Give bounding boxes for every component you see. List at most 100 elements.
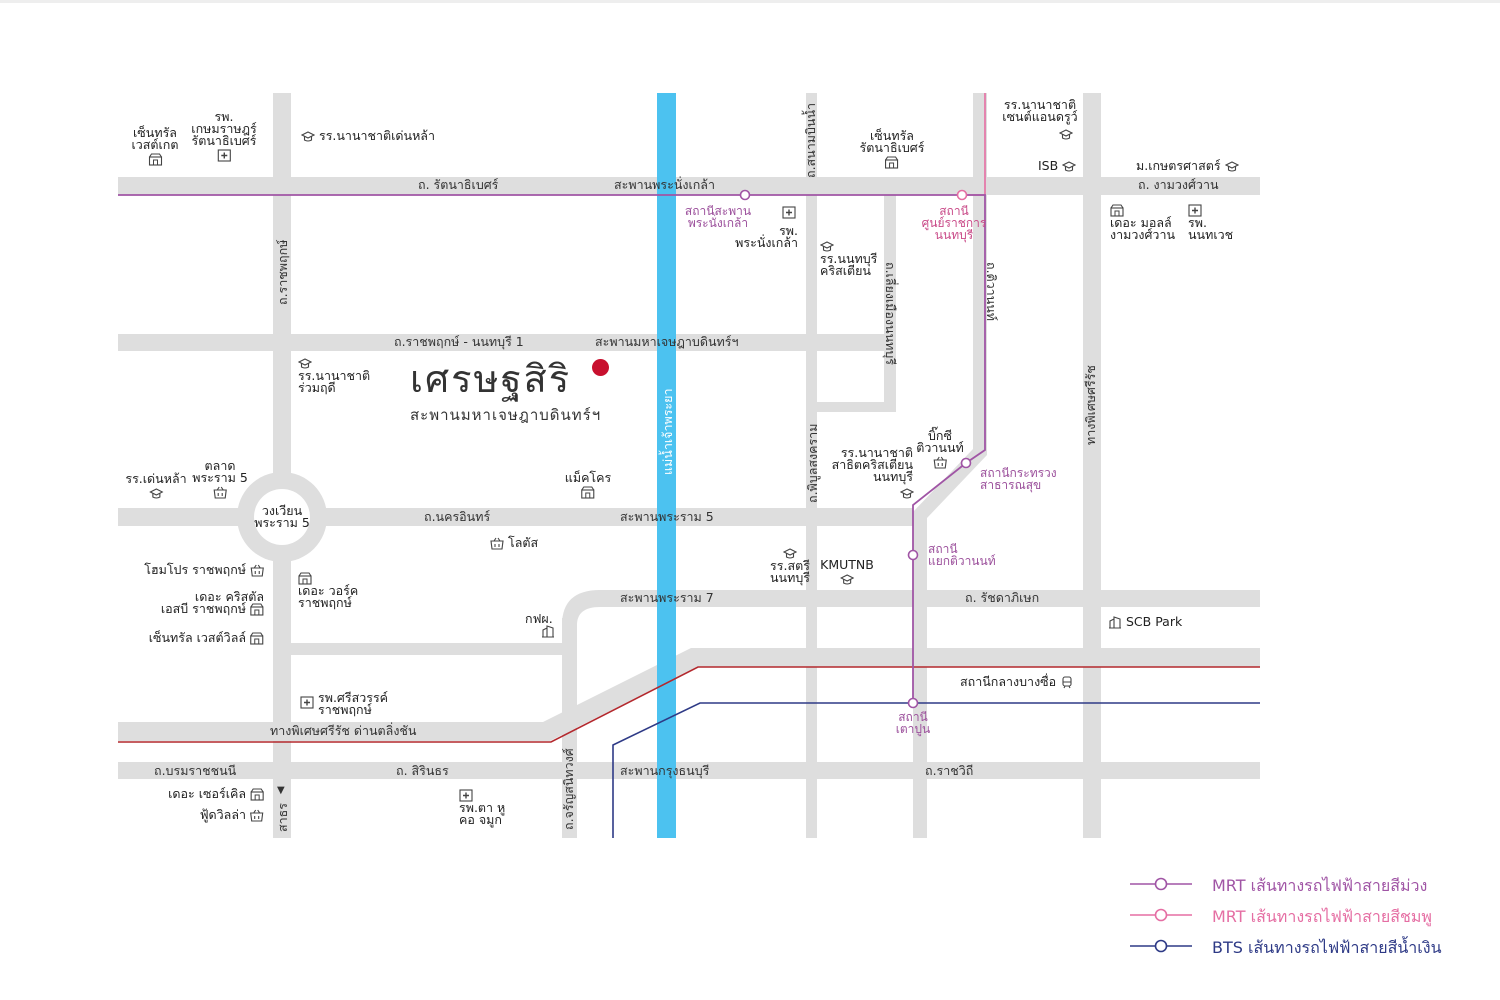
station-dot-tao-poon — [907, 697, 919, 709]
station-dot-phra-nang-klao — [739, 189, 751, 201]
road-expressway-dan — [118, 648, 1260, 741]
road-label-rama5-bridge: สะพานพระราม 5 — [620, 509, 714, 524]
school-icon — [149, 487, 163, 500]
place-big-c-tiwanon: บิ๊กซี ติวานนท์ — [916, 429, 964, 469]
school-icon — [1224, 160, 1239, 173]
station-label-yaek-tiwanon: สถานี แยกติวานนท์ — [928, 542, 996, 568]
place-foodvilla: ฟู้ดวิลล่า — [200, 808, 264, 822]
mrt-purple-line — [118, 194, 986, 703]
hospital-icon — [782, 206, 796, 219]
market-icon — [250, 564, 264, 577]
mall-icon — [250, 788, 264, 801]
mall-icon — [581, 486, 595, 499]
legend-item-mrt-pink: MRT เส้นทางรถไฟฟ้าสายสีชมพู — [1130, 903, 1470, 934]
road-label-ratchawithi: ถ.ราชวิถี — [925, 763, 974, 778]
place-the-circle: เดอะ เซอร์เคิล — [168, 787, 264, 801]
place-makro: แม็คโคร — [565, 471, 611, 499]
christian-intl-school-icon-wrap — [900, 487, 914, 500]
place-kmutnb: KMUTNB — [820, 558, 874, 586]
legend-label-mrt-pink: MRT เส้นทางรถไฟฟ้าสายสีชมพู — [1212, 907, 1432, 926]
legend-item-bts-blue: BTS เส้นทางรถไฟฟ้าสายสีน้ำเงิน — [1130, 934, 1470, 965]
road-sanambinnam — [806, 93, 817, 838]
road-label-liang-muang: ถ.เลี่ยงเมืองนนทบุรี — [883, 262, 898, 366]
station-label-ministry-public-health: สถานีกระทรวง สาธารณสุข — [980, 466, 1057, 492]
station-label-tao-poon: สถานี เตาปูน — [895, 710, 931, 736]
legend-line-purple — [1130, 877, 1192, 891]
top-rule — [0, 0, 1500, 3]
road-label-maha-chesada-bridge: สะพานมหาเจษฎาบดินทร์ฯ — [595, 334, 739, 349]
brand-title: เศรษฐสิริ — [410, 357, 572, 401]
place-homepro: โฮมโปร ราชพฤกษ์ — [144, 563, 264, 577]
hospital-phranangklao-icon-wrap — [782, 204, 796, 219]
market-icon — [213, 486, 227, 499]
road-label-charan-sanitwong: ถ.จรัญสนิทวงศ์ — [561, 748, 576, 830]
place-st-andrews-school: รร.นานาชาติ เซนต์แอนดรูว์ — [1002, 97, 1078, 124]
place-central-westville: เซ็นทรัล เวสต์วิลล์ — [149, 631, 264, 645]
place-christian-intl-school: รร.นานาชาติ สาธิตคริสเตียน นนทบุรี — [831, 445, 913, 484]
mall-icon — [250, 632, 264, 645]
road-label-phibun-songkhram: ถ.พิบูลสงคราม — [805, 423, 820, 503]
place-the-walk: เดอะ วอร์ค ราชพฤกษ์ — [298, 572, 358, 609]
srt-red-line — [118, 666, 1260, 743]
legend-label-mrt-purple: MRT เส้นทางรถไฟฟ้าสายสีม่วง — [1212, 876, 1428, 895]
station-dot-ministry — [960, 457, 972, 469]
river-chao-phraya — [657, 93, 676, 838]
road-soi-west — [290, 643, 568, 655]
legend-label-bts-blue: BTS เส้นทางรถไฟฟ้าสายสีน้ำเงิน — [1212, 938, 1442, 957]
road-ratchaphruek-nonthaburi1 — [118, 334, 884, 351]
station-dot-yaek-tiwanon — [907, 549, 919, 561]
place-nonthavej-hospital: รพ. นนทเวช — [1188, 204, 1233, 241]
brand-subtitle: สะพานมหาเจษฎาบดินทร์ฯ — [410, 406, 602, 424]
place-scb-park: SCB Park — [1108, 615, 1182, 629]
market-icon — [490, 537, 504, 550]
school-icon — [900, 487, 914, 500]
project-location-pin — [592, 359, 609, 376]
road-label-sanambinnam: ถ.สนามบินน้ำ — [803, 102, 818, 178]
place-nonthaburi-christian: รร.นนทบุรี คริสเตียน — [820, 240, 877, 277]
place-egat: กฟผ. — [525, 612, 555, 638]
road-label-krung-thon-buri-bridge: สะพานกรุงธนบุรี — [620, 763, 710, 778]
place-dbs-school: รร.นานาชาติเด่นหล้า — [301, 129, 435, 143]
place-denla-school: รร.เด่นหล้า — [125, 472, 187, 500]
road-charan-curve — [562, 590, 600, 625]
road-label-ratchaphruek: ถ.ราชพฤกษ์ — [275, 239, 290, 305]
legend-line-pink — [1130, 908, 1192, 922]
place-phranangklao-hospital: รพ. พระนั่งเกล้า — [735, 223, 798, 250]
map-legend: MRT เส้นทางรถไฟฟ้าสายสีม่วง MRT เส้นทางร… — [1130, 872, 1470, 965]
road-tiwanon — [913, 93, 987, 838]
road-label-chao-phraya-river: แม่น้ำเจ้าพระยา — [660, 388, 675, 476]
road-label-sirindhorn: ถ. สิรินธร — [396, 763, 449, 778]
legend-item-mrt-purple: MRT เส้นทางรถไฟฟ้าสายสีม่วง — [1130, 872, 1470, 903]
place-the-mall-ngamwongwan: เดอะ มอลล์ งามวงศ์วาน — [1110, 204, 1175, 241]
station-label-bang-sue-grand: สถานีกลางบางซื่อ — [960, 675, 1074, 689]
road-direction-arrow: ▼ — [277, 785, 285, 796]
roundabout-label: วงเวียน พระราม 5 — [254, 503, 310, 530]
office-icon — [541, 625, 555, 638]
place-lotus: โลตัส — [490, 536, 538, 550]
hospital-icon — [300, 696, 314, 709]
st-andrews-school-icon-wrap — [1059, 128, 1073, 141]
train-icon — [1060, 676, 1074, 689]
road-label-ngam-wong-wan: ถ. งามวงศ์วาน — [1138, 177, 1219, 192]
road-label-expressway-si-rat: ทางพิเศษศรีรัช — [1083, 365, 1098, 445]
road-label-tiwanon: ถ.ติวานนท์ — [984, 262, 999, 322]
mall-icon — [250, 603, 264, 616]
mall-icon — [148, 153, 162, 166]
hospital-icon — [217, 149, 231, 162]
school-icon — [301, 130, 315, 143]
legend-line-blue — [1130, 939, 1192, 953]
place-srisawan-hospital: รพ.ศรีสวรรค์ ราชพฤกษ์ — [300, 691, 388, 716]
place-kasemrad-hospital: รพ. เกษมราษฎร์ รัตนาธิเบศร์ — [191, 110, 257, 162]
school-icon — [1062, 160, 1076, 173]
place-isb: ISB — [1038, 159, 1076, 173]
school-icon — [1059, 128, 1073, 141]
road-label-phra-nang-klao-bridge: สะพานพระนั่งเกล้า — [614, 177, 715, 192]
road-ratchaphruek — [273, 93, 291, 838]
place-talad-rama5: ตลาด พระราม 5 — [192, 459, 248, 499]
place-crystal-sb: เดอะ คริสตัล เอสบี ราชพฤกษ์ — [160, 589, 264, 616]
road-label-rattanathibet: ถ. รัตนาธิเบศร์ — [418, 177, 499, 192]
place-ruamrudee-school: รร.นานาชาติ ร่วมฤดี — [298, 357, 370, 394]
road-link-liang — [817, 402, 896, 412]
road-liang-muang — [884, 195, 896, 412]
